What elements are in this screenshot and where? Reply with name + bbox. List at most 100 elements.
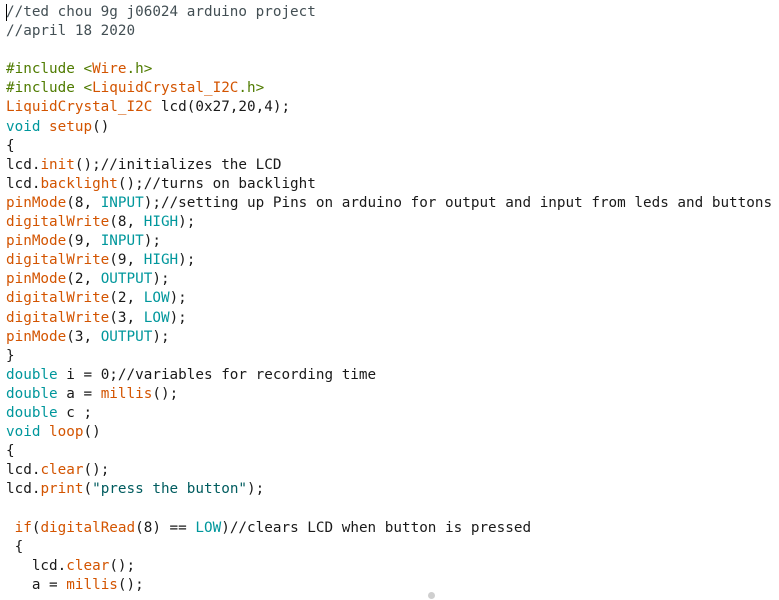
code-line[interactable]: double a = millis(); <box>6 385 772 404</box>
code-token: HIGH <box>143 252 179 269</box>
code-token: clear <box>66 557 110 574</box>
code-line[interactable]: pinMode(9, INPUT); <box>6 232 772 251</box>
code-token: ); <box>152 328 170 345</box>
code-line[interactable]: lcd.clear(); <box>6 461 772 480</box>
code-token: digitalRead <box>40 519 136 536</box>
code-line[interactable]: pinMode(8, INPUT);//setting up Pins on a… <box>6 194 772 213</box>
code-token: setup <box>49 118 93 135</box>
code-token: (9, <box>109 252 144 269</box>
code-line[interactable] <box>6 499 772 518</box>
code-token: { <box>6 137 15 154</box>
code-token: clear <box>40 462 84 479</box>
code-line[interactable]: a = millis(); <box>6 576 772 595</box>
code-token: () <box>92 118 110 135</box>
code-token: (8, <box>109 214 144 231</box>
code-line[interactable]: pinMode(3, OUTPUT); <box>6 328 772 347</box>
code-token: ( <box>31 519 41 536</box>
code-token: .h> <box>238 80 265 97</box>
code-token: OUTPUT <box>100 328 153 345</box>
code-line[interactable]: { <box>6 538 772 557</box>
code-token: HIGH <box>143 214 179 231</box>
code-line[interactable]: lcd.clear(); <box>6 557 772 576</box>
code-token: print <box>40 481 84 498</box>
code-token: i = 0;//variables for recording time <box>57 366 377 383</box>
code-token: #include < <box>6 61 93 78</box>
code-token: pinMode <box>6 328 67 345</box>
code-line[interactable]: double c ; <box>6 404 772 423</box>
code-token: void <box>6 118 41 135</box>
code-token: LOW <box>143 290 170 307</box>
code-line[interactable]: pinMode(2, OUTPUT); <box>6 270 772 289</box>
code-token: (); <box>109 557 136 574</box>
code-token: (9, <box>66 233 101 250</box>
code-token: (3, <box>109 309 144 326</box>
code-token: lcd. <box>6 175 41 192</box>
code-line[interactable]: digitalWrite(9, HIGH); <box>6 251 772 270</box>
code-token: (3, <box>66 328 101 345</box>
code-token: double <box>6 385 58 402</box>
code-token: (2, <box>66 271 101 288</box>
code-line[interactable] <box>6 41 772 60</box>
code-area[interactable]: //ted chou 9g j06024 arduino project//ap… <box>6 3 772 595</box>
code-token: void <box>6 424 41 441</box>
code-token: digitalWrite <box>6 290 110 307</box>
code-line[interactable]: { <box>6 137 772 156</box>
code-token: ); <box>143 233 161 250</box>
code-token: "press the button" <box>92 481 248 498</box>
code-token: ); <box>169 290 187 307</box>
code-token: double <box>6 366 58 383</box>
code-line[interactable]: lcd.init();//initializes the LCD <box>6 156 772 175</box>
code-line[interactable]: lcd.print("press the button"); <box>6 480 772 499</box>
code-line[interactable]: { <box>6 442 772 461</box>
code-line[interactable]: lcd.backlight();//turns on backlight <box>6 175 772 194</box>
code-token: ( <box>83 481 93 498</box>
code-token: millis <box>100 385 153 402</box>
code-token: ); <box>169 309 187 326</box>
code-token: );//setting up Pins on arduino for outpu… <box>143 194 773 211</box>
code-token: LiquidCrystal_I2C <box>6 99 153 116</box>
code-token: (2, <box>109 290 144 307</box>
code-line[interactable]: if(digitalRead(8) == LOW)//clears LCD wh… <box>6 519 772 538</box>
scroll-indicator[interactable] <box>428 592 435 599</box>
code-token: INPUT <box>100 233 144 250</box>
code-line[interactable]: #include <LiquidCrystal_I2C.h> <box>6 79 772 98</box>
code-line[interactable]: digitalWrite(8, HIGH); <box>6 213 772 232</box>
code-line[interactable]: } <box>6 347 772 366</box>
code-token: pinMode <box>6 194 67 211</box>
code-line[interactable]: #include <Wire.h> <box>6 60 772 79</box>
code-line[interactable]: digitalWrite(3, LOW); <box>6 309 772 328</box>
code-line[interactable]: void setup() <box>6 118 772 137</box>
code-token: digitalWrite <box>6 214 110 231</box>
code-token <box>40 119 49 135</box>
code-token: Wire <box>92 61 127 78</box>
code-token: )//clears LCD when button is pressed <box>221 519 532 536</box>
code-token: a = <box>6 576 67 593</box>
code-token: double <box>6 404 58 421</box>
code-line[interactable]: //ted chou 9g j06024 arduino project <box>6 3 772 22</box>
code-line[interactable]: double i = 0;//variables for recording t… <box>6 366 772 385</box>
code-token: LiquidCrystal_I2C <box>92 80 239 97</box>
code-token: LOW <box>195 519 222 536</box>
code-line[interactable]: //april 18 2020 <box>6 22 772 41</box>
code-line[interactable]: LiquidCrystal_I2C lcd(0x27,20,4); <box>6 98 772 117</box>
code-token <box>40 424 49 440</box>
code-line[interactable]: digitalWrite(2, LOW); <box>6 289 772 308</box>
code-token: millis <box>66 576 118 593</box>
code-line[interactable]: void loop() <box>6 423 772 442</box>
code-token: lcd(0x27,20,4); <box>152 99 291 116</box>
code-token: ();//initializes the LCD <box>74 156 282 173</box>
code-token: a = <box>57 385 101 402</box>
code-token: digitalWrite <box>6 252 110 269</box>
text-cursor <box>6 4 7 21</box>
code-token: backlight <box>40 175 118 192</box>
code-token: (); <box>117 576 144 593</box>
code-token: } <box>6 347 15 364</box>
code-token: digitalWrite <box>6 309 110 326</box>
code-token: ); <box>178 214 196 231</box>
code-token: (8) == <box>135 519 196 536</box>
code-token: (8, <box>66 194 101 211</box>
code-token: lcd. <box>6 156 41 173</box>
code-token <box>6 520 15 536</box>
code-token: init <box>40 156 75 173</box>
